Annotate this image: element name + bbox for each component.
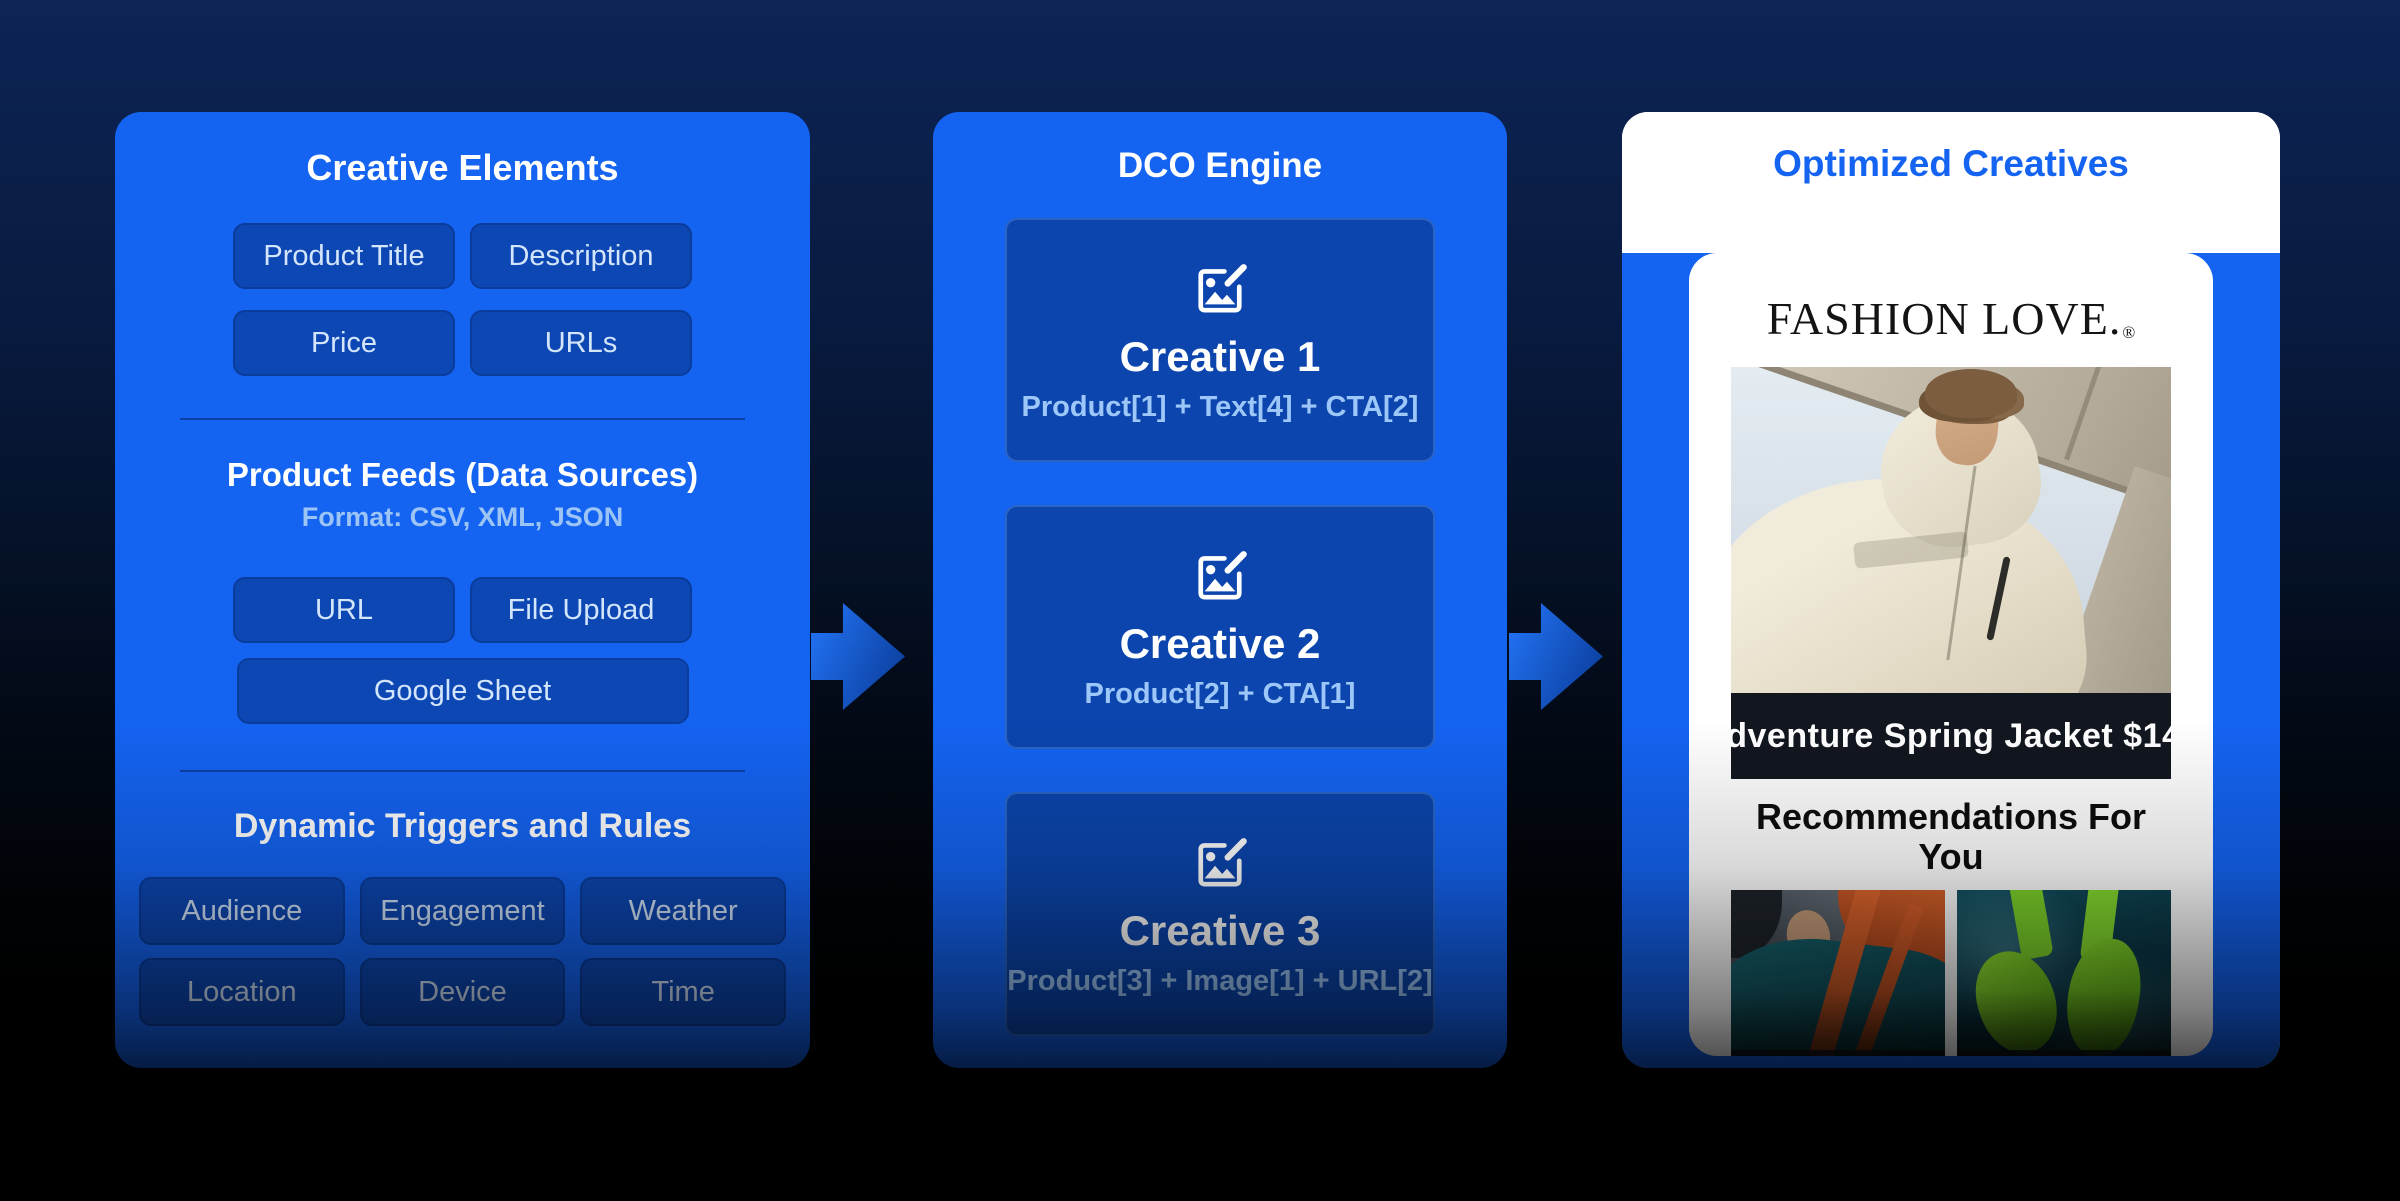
element-chip-grid: Product Title Description Price URLs	[233, 223, 692, 376]
chip-url: URL	[233, 577, 455, 643]
brand-text: FASHION LOVE.	[1766, 293, 2122, 344]
recommendation-card-boots: Rain Boots, Ready for Action	[1957, 890, 2171, 1056]
chip-time: Time	[580, 958, 786, 1026]
feeds-subtitle: Format: CSV, XML, JSON	[301, 502, 624, 532]
chip-price: Price	[233, 310, 455, 376]
creative-title: Creative 1	[1119, 333, 1321, 380]
recommendation-card-jacket: Men's Jacket, Rain or Shine	[1731, 890, 1945, 1056]
divider	[180, 418, 745, 420]
recommendations-title: Recommendations For You	[1755, 796, 2147, 877]
edit-image-icon	[1198, 551, 1247, 600]
recommendation-caption: Rain Boots, Ready for Action	[1957, 1050, 2171, 1056]
dco-engine-title: DCO Engine	[1117, 146, 1323, 185]
chip-audience: Audience	[139, 877, 345, 945]
chip-file-upload: File Upload	[470, 577, 692, 643]
creative-card-1: Creative 1 Product[1] + Text[4] + CTA[2]	[1005, 218, 1435, 462]
photo-shade	[1957, 990, 2171, 1050]
hero-product-photo	[1731, 367, 2171, 693]
edit-image-icon	[1198, 838, 1247, 887]
creative-formula: Product[1] + Text[4] + CTA[2]	[1021, 391, 1419, 423]
optimized-creatives-body: FASHION LOVE.® Adven	[1622, 253, 2280, 1068]
creative-title: Creative 3	[1119, 907, 1321, 954]
brand-logo: FASHION LOVE.®	[1731, 293, 2171, 355]
chip-location: Location	[139, 958, 345, 1026]
optimized-creatives-header: Optimized Creatives	[1622, 112, 2280, 215]
panel-creative-elements: Creative Elements Product Title Descript…	[115, 112, 810, 1068]
feeds-chip-grid: URL File Upload	[233, 577, 692, 643]
feeds-title: Product Feeds (Data Sources)	[226, 456, 699, 493]
chip-description: Description	[470, 223, 692, 289]
recommendations-row: Men's Jacket, Rain or Shine Rain Boots, …	[1731, 890, 2171, 1056]
price-banner-text: Adventure Spring Jacket $148	[1701, 716, 2201, 755]
creative-elements-title: Creative Elements	[306, 147, 619, 188]
arrow-right-icon	[1509, 603, 1603, 710]
chip-google-sheet: Google Sheet	[236, 658, 689, 724]
chip-engagement: Engagement	[359, 877, 566, 945]
creative-title: Creative 2	[1119, 620, 1321, 667]
panel-optimized-creatives: Optimized Creatives FASHION LOVE.®	[1622, 112, 2280, 1068]
creative-card-3: Creative 3 Product[3] + Image[1] + URL[2…	[1005, 792, 1435, 1036]
creative-formula: Product[3] + Image[1] + URL[2]	[1007, 965, 1433, 997]
chip-product-title: Product Title	[233, 223, 455, 289]
green-boot-leg	[2008, 890, 2054, 961]
chip-weather: Weather	[580, 877, 786, 945]
edit-image-icon	[1198, 264, 1247, 313]
model-hair	[1924, 368, 2017, 418]
ad-preview-card: FASHION LOVE.® Adven	[1689, 253, 2213, 1056]
triggers-chip-grid: Audience Engagement Weather Location Dev…	[139, 877, 786, 1026]
triggers-title: Dynamic Triggers and Rules	[233, 807, 692, 845]
arrow-right-icon	[811, 603, 905, 710]
registered-mark: ®	[2122, 323, 2137, 342]
creative-formula: Product[2] + CTA[1]	[1084, 678, 1356, 710]
price-banner: Adventure Spring Jacket $148	[1701, 693, 2200, 779]
photo-shade	[1731, 990, 1945, 1050]
divider	[180, 770, 745, 772]
chip-urls: URLs	[470, 310, 692, 376]
panel-dco-engine: DCO Engine Creative 1 Product[1] + Text[…	[933, 112, 1507, 1068]
optimized-creatives-title: Optimized Creatives	[1773, 142, 2129, 184]
creative-card-2: Creative 2 Product[2] + CTA[1]	[1005, 505, 1435, 749]
recommendation-caption: Men's Jacket, Rain or Shine	[1731, 1050, 1945, 1056]
chip-device: Device	[359, 958, 566, 1026]
